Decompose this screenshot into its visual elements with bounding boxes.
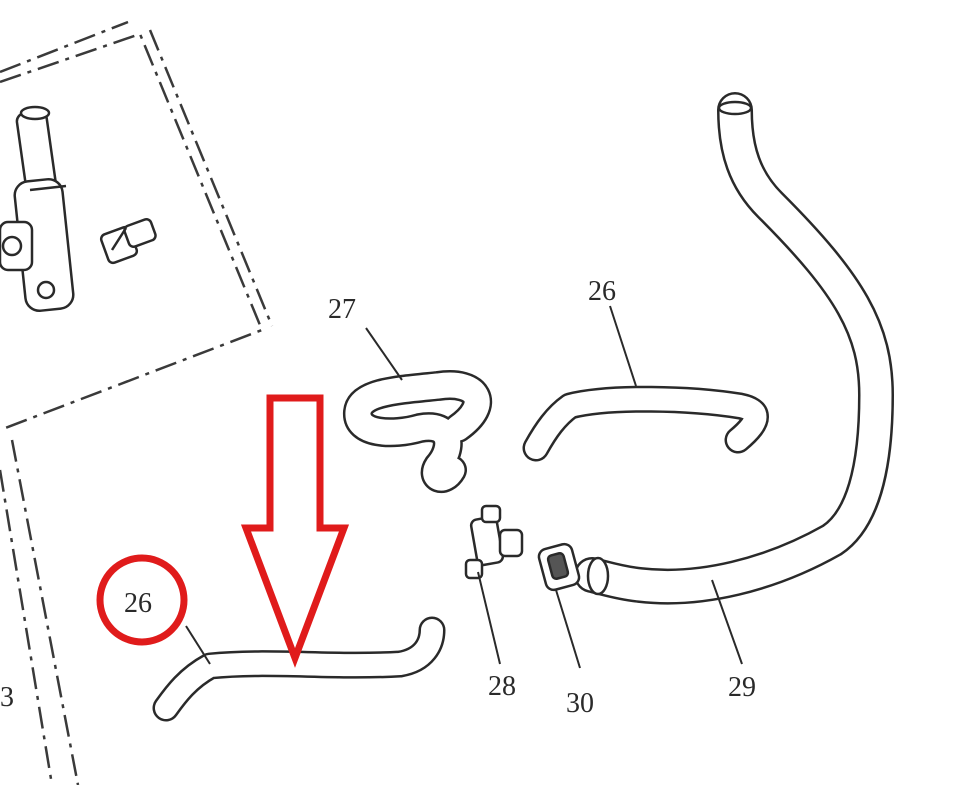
callout-28: 28 [488,671,516,702]
callout-30: 30 [566,688,594,719]
hose-26-upper [522,385,769,462]
clamp-30 [537,542,581,592]
hose-27 [343,370,493,493]
lower-boundary-lines [0,439,80,785]
highlight-down-arrow [240,394,350,668]
callout-partial-left: 3 [0,682,14,713]
assembly-boundary-box [0,20,274,432]
highlight-circle [96,554,188,646]
valve-assembly [0,105,75,313]
bolt [99,218,157,265]
callout-26-upper: 26 [588,276,616,307]
hose-29 [574,92,894,605]
callout-26-lower: 26 [124,588,152,619]
leader-lines [185,305,743,669]
hose-26-lower [152,616,446,722]
callout-29: 29 [728,672,756,703]
callout-27: 27 [328,294,356,325]
tee-fitting-28 [464,504,524,580]
